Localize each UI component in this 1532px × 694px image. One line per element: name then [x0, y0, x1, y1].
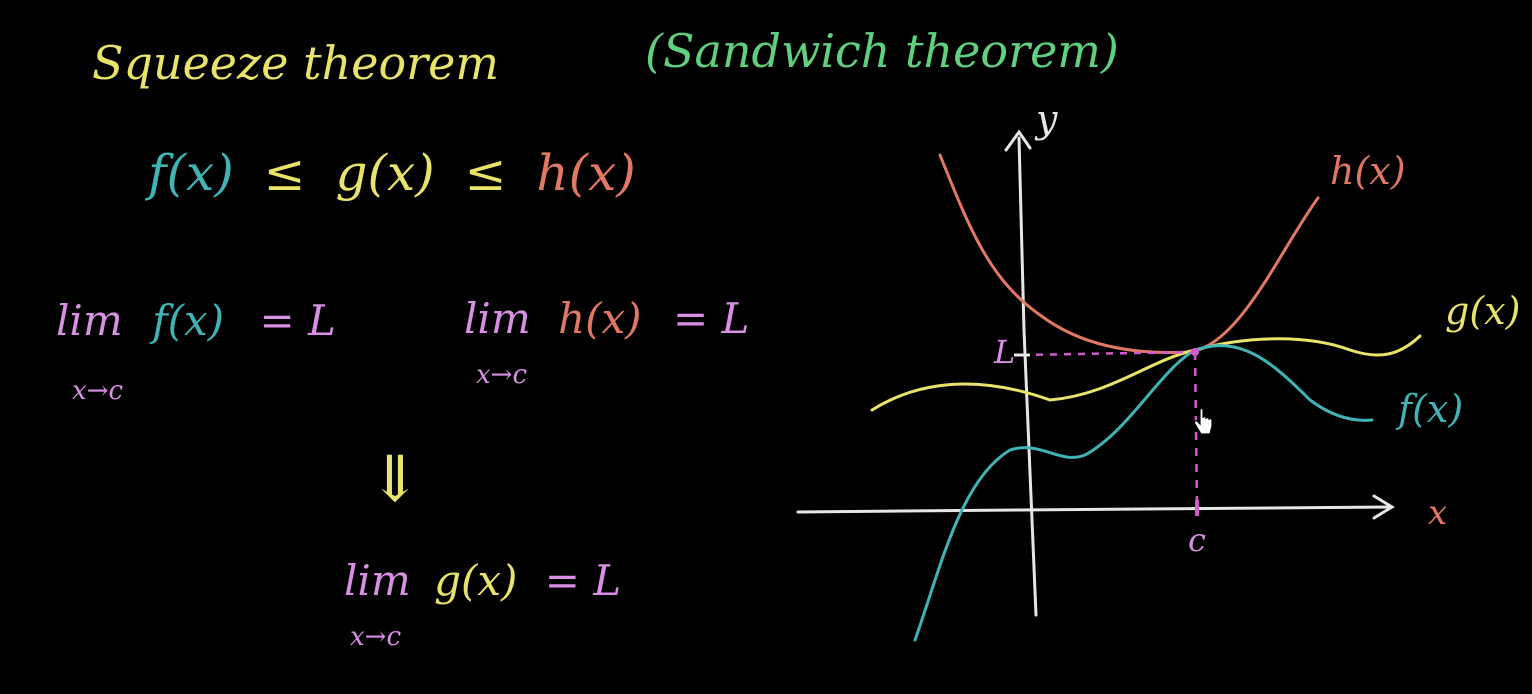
h-curve	[938, 153, 1320, 354]
y-axis-arrowhead	[1004, 129, 1032, 152]
limit-point	[1191, 348, 1199, 356]
x-axis-arrowhead	[1372, 494, 1395, 520]
limit-g-lim: lim	[344, 556, 411, 605]
limit-h-hx: h(x)	[558, 294, 642, 343]
inequality-g: g(x)	[335, 144, 435, 202]
limit-g-subscript: x→c	[350, 622, 402, 652]
inequality-f: f(x)	[148, 144, 234, 202]
h-curve-label: h(x)	[1330, 149, 1406, 193]
L-axis-label: L	[994, 333, 1016, 371]
y-axis-label: y	[1036, 97, 1058, 141]
limit-g-gx: g(x)	[434, 556, 518, 605]
squeeze-theorem-title: Squeeze theorem	[92, 36, 499, 90]
x-axis-label: x	[1428, 493, 1448, 533]
c-dashed-guide	[1193, 351, 1199, 509]
limit-h-subscript: x→c	[476, 360, 528, 390]
f-curve-label: f(x)	[1398, 387, 1464, 431]
limit-h-expression: lim h(x) = L	[464, 298, 749, 340]
inequality-h: h(x)	[536, 144, 636, 202]
f-curve	[913, 344, 1374, 642]
limit-h-lim: lim	[464, 294, 531, 343]
sandwich-theorem-title: (Sandwich theorem)	[645, 24, 1119, 78]
g-curve	[870, 334, 1422, 412]
inequality-row: f(x) ≤ g(x) ≤ h(x)	[148, 148, 636, 198]
limit-f-equals: = L	[259, 296, 336, 345]
L-dashed-guide	[1021, 350, 1196, 357]
inequality-le-2: ≤	[464, 144, 507, 202]
limit-g-expression: lim g(x) = L	[344, 560, 621, 602]
limit-f-fx: f(x)	[152, 296, 225, 345]
implies-arrow-icon: ⇓	[368, 443, 422, 517]
inequality-le-1: ≤	[263, 144, 306, 202]
y-axis	[1017, 136, 1038, 617]
c-axis-label: c	[1188, 521, 1206, 559]
g-curve-label: g(x)	[1445, 289, 1521, 333]
hand-pointer-icon	[1193, 407, 1215, 448]
limit-g-equals: = L	[544, 556, 622, 605]
limit-f-subscript: x→c	[72, 376, 124, 406]
x-axis	[796, 505, 1392, 514]
limit-f-lim: lim	[56, 296, 123, 345]
limit-h-equals: = L	[672, 294, 750, 343]
limit-f-expression: lim f(x) = L	[56, 300, 336, 342]
